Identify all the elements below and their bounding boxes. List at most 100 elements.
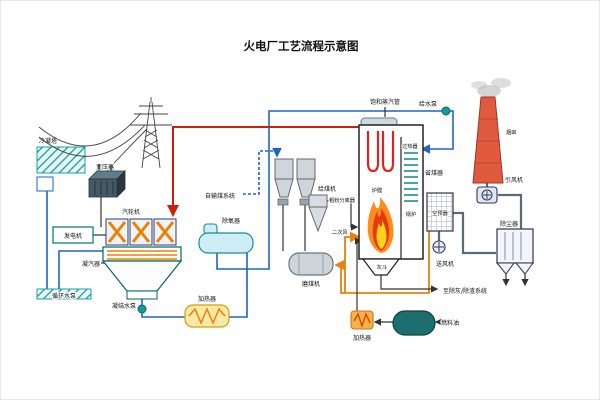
flame bbox=[367, 197, 394, 253]
pump-body bbox=[137, 304, 147, 314]
condenser-tubes bbox=[107, 250, 177, 260]
condenser-outlet bbox=[126, 290, 158, 300]
separator-body bbox=[308, 194, 328, 208]
channel bbox=[36, 288, 92, 300]
cooling-tower-label: 冷凝塔 bbox=[39, 137, 57, 145]
deaerator-label: 除氧器 bbox=[222, 217, 240, 225]
deaerator-tank bbox=[198, 232, 254, 254]
diagram-title: 火电厂工艺流程示意图 bbox=[244, 39, 359, 53]
coal-supply-label: 自输煤系统 bbox=[205, 192, 235, 200]
preheater-body bbox=[426, 192, 454, 232]
ash-hopper-label: 灰斗 bbox=[377, 263, 387, 271]
esp-hopper bbox=[514, 262, 534, 275]
water-basin bbox=[36, 176, 54, 192]
furnace-label: 炉膛 bbox=[372, 186, 382, 194]
condenser: 凝汽器 bbox=[81, 246, 183, 300]
secondary-air-label: 二次风 bbox=[332, 228, 348, 236]
fd-fan-label: 送风机 bbox=[436, 260, 454, 268]
esp-plates bbox=[504, 232, 522, 260]
esp-casing bbox=[496, 228, 534, 264]
condensate-pump: 凝结水泵 bbox=[111, 301, 147, 314]
superheater-label: 过热器 bbox=[402, 142, 418, 150]
smoke bbox=[477, 85, 501, 97]
turbine-unit bbox=[105, 218, 129, 246]
fuel-oil-label: 燃料油 bbox=[441, 319, 459, 327]
coal-bunkers: 给煤机 bbox=[274, 158, 337, 206]
pump-body bbox=[441, 106, 451, 116]
coal-feeder-box bbox=[277, 198, 289, 206]
oil-heater-label: 加热器 bbox=[353, 334, 371, 342]
turbine-unit bbox=[153, 218, 177, 246]
dust-collector-label: 除尘器 bbox=[500, 220, 518, 228]
fan-wheel bbox=[481, 189, 493, 201]
feed-water-pump-label: 给水泵 bbox=[419, 100, 437, 108]
feed-water-pump: 给水泵 bbox=[418, 99, 451, 116]
cooling-tower: 冷凝塔 bbox=[36, 136, 86, 192]
coal-bunker bbox=[296, 158, 316, 180]
coal-mill-label: 磨煤机 bbox=[302, 280, 320, 288]
fan-blades bbox=[483, 191, 491, 199]
circulating-pump-label: 循环水泵 bbox=[52, 292, 76, 300]
smoke bbox=[491, 78, 511, 88]
oil-heater-coil bbox=[353, 312, 371, 329]
economizer-tubes bbox=[404, 152, 418, 202]
fuel-oil-system: 燃料油 加热器 bbox=[350, 310, 460, 343]
economizer-label: 省煤器 bbox=[425, 169, 443, 177]
coal-bunker bbox=[274, 158, 294, 180]
turbine-unit bbox=[129, 218, 153, 246]
condenser-label: 凝汽器 bbox=[82, 260, 100, 268]
coal-feeder-label: 给煤机 bbox=[318, 185, 336, 193]
deaerator: 除氧器 bbox=[198, 216, 254, 254]
ash-slag-system-label: 至除灰/除渣系统 bbox=[443, 287, 487, 295]
superheater-coil bbox=[381, 131, 395, 173]
id-fan-label: 引风机 bbox=[505, 176, 523, 184]
transformer-label: 变压器 bbox=[96, 163, 114, 171]
chimney-bands bbox=[474, 118, 502, 164]
chimney-stack bbox=[472, 96, 504, 184]
cyclone-separator: 粗粉分离器 bbox=[308, 194, 357, 233]
air-preheater: 空预器 bbox=[426, 192, 454, 232]
separator-cone bbox=[308, 206, 328, 233]
transformer-bushings bbox=[98, 165, 112, 171]
generator-body bbox=[52, 226, 94, 244]
steam-pipes bbox=[167, 126, 365, 217]
superheater-coil bbox=[366, 131, 380, 173]
mill-body bbox=[288, 252, 334, 276]
power-lines bbox=[38, 112, 148, 174]
steam-turbine-label: 汽轮机 bbox=[122, 208, 140, 216]
fan-blades bbox=[434, 242, 444, 252]
generator-label: 发电机 bbox=[64, 232, 82, 240]
circulating-water-channel: 循环水泵 bbox=[36, 288, 92, 301]
transformer-fins bbox=[94, 181, 114, 195]
coal-bunker-cone bbox=[296, 178, 316, 198]
dust-collector: 除尘器 bbox=[495, 219, 534, 275]
esp-hopper bbox=[495, 262, 515, 275]
boiler: 炉膛 锅炉 过热器 省煤器 饱和蒸汽管 灰斗 bbox=[358, 97, 444, 276]
coal-bunker-cone bbox=[274, 178, 294, 198]
cooling-tower-block bbox=[36, 146, 86, 174]
mill-rings bbox=[298, 253, 324, 275]
heater-coil bbox=[188, 307, 226, 325]
fuel-oil-tank bbox=[392, 310, 436, 336]
smoke bbox=[471, 81, 487, 89]
misc-pipes bbox=[93, 107, 529, 326]
saturated-steam-label: 饱和蒸汽管 bbox=[370, 98, 400, 106]
condenser-hotwell bbox=[101, 260, 183, 292]
chimney-label: 烟囱 bbox=[506, 128, 516, 136]
lp-heater-label: 加热器 bbox=[198, 295, 216, 303]
id-fan: 引风机 bbox=[476, 175, 524, 204]
transformer-body bbox=[88, 178, 118, 198]
generator: 发电机 bbox=[52, 226, 94, 244]
transmission-tower bbox=[130, 97, 172, 169]
steam-turbine: 汽轮机 bbox=[105, 207, 177, 246]
transformer: 变压器 bbox=[88, 162, 126, 198]
air-preheater-label: 空预器 bbox=[432, 209, 448, 217]
chimney: 烟囱 bbox=[471, 78, 517, 184]
furnace-bottom-hopper bbox=[361, 258, 401, 276]
lp-heater: 加热器 bbox=[184, 294, 230, 328]
fd-fan: 送风机 bbox=[432, 240, 455, 269]
boiler-label: 锅炉 bbox=[406, 210, 416, 218]
air-pipes bbox=[334, 231, 430, 294]
coal-mill: 磨煤机 bbox=[288, 252, 334, 289]
